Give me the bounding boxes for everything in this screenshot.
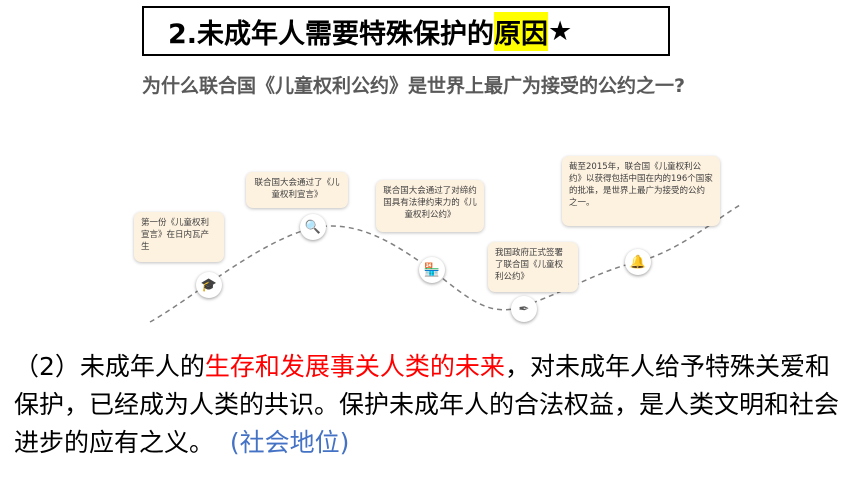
paragraph-emphasis: 生存和发展事关人类的未来 <box>204 352 505 381</box>
star-icon: ★ <box>548 15 573 47</box>
title-prefix: 2.未成年人需要特殊保护的 <box>168 18 495 50</box>
magnifier-icon: 🔍 <box>300 214 326 240</box>
paragraph-note: (社会地位) <box>229 428 350 457</box>
bell-icon: 🔔 <box>625 249 651 275</box>
question-text: 为什么联合国《儿童权利公约》是世界上最广为接受的公约之一? <box>142 75 686 97</box>
timeline-card-4-text: 我国政府正式签署了联合国《儿童权利公约》 <box>495 248 564 282</box>
paragraph-lead: （2）未成年人的 <box>14 352 205 381</box>
timeline-card-5: 截至2015年，联合国《儿童权利公约》以获得包括中国在内的196个国家的批准，是… <box>562 156 720 226</box>
timeline-card-5-text: 截至2015年，联合国《儿童权利公约》以获得包括中国在内的196个国家的批准，是… <box>569 162 713 208</box>
timeline-card-1-text: 第一份《儿童权利宣言》在日内瓦产生 <box>141 218 210 252</box>
graduation-cap-icon: 🎓 <box>196 272 222 298</box>
shop-icon: 🏪 <box>419 257 445 283</box>
pen-nib-icon: ✒ <box>511 296 537 322</box>
paragraph-body: ，对未成年人给予特殊关爱和保护，已经成为人类的共识。保护未成年人的合法权益，是人… <box>14 352 840 457</box>
timeline-card-3-text: 联合国大会通过了对缔约国具有法律约束力的《儿童权利公约》 <box>383 186 477 220</box>
section-title: 2.未成年人需要特殊保护的原因★ <box>142 6 670 56</box>
timeline-card-2-text: 联合国大会通过了《儿童权利宣言》 <box>254 178 340 200</box>
timeline-card-1: 第一份《儿童权利宣言》在日内瓦产生 <box>134 212 224 262</box>
body-paragraph: （2）未成年人的生存和发展事关人类的未来，对未成年人给予特殊关爱和保护，已经成为… <box>14 348 850 462</box>
timeline-card-4: 我国政府正式签署了联合国《儿童权利公约》 <box>488 242 578 292</box>
title-highlight: 原因 <box>494 11 549 51</box>
timeline-card-3: 联合国大会通过了对缔约国具有法律约束力的《儿童权利公约》 <box>376 180 484 232</box>
timeline-card-2: 联合国大会通过了《儿童权利宣言》 <box>246 172 348 208</box>
